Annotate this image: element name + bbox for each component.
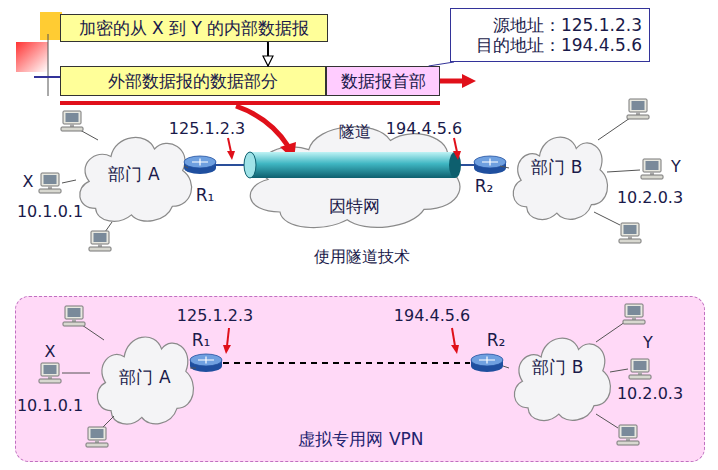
node-text: 源地址：125.1.2.3 <box>493 15 642 35</box>
address-callout: 源地址：125.1.2.3目的地址：194.4.5.6 <box>450 8 650 62</box>
label: 10.2.0.3 <box>617 188 683 207</box>
label: 194.4.5.6 <box>386 119 462 138</box>
label: 125.1.2.3 <box>177 306 253 325</box>
node-text: 部门 B <box>532 357 583 377</box>
router-label: R₂ <box>475 176 494 196</box>
router-label: R₁ <box>196 185 215 205</box>
label: X <box>23 172 34 191</box>
computer <box>627 99 649 119</box>
router: R₁ <box>183 155 217 175</box>
label: X <box>45 342 56 361</box>
node-text: 外部数据报的数据部分 <box>108 71 278 91</box>
pointer-arrow <box>452 328 455 346</box>
label: Y <box>671 157 681 176</box>
tunnel <box>250 152 455 178</box>
node-text: 数据报首部 <box>341 71 426 91</box>
computer <box>63 306 85 326</box>
label: 使用隧道技术 <box>314 247 410 266</box>
deco-square <box>40 12 62 40</box>
red-arrowhead <box>462 74 476 88</box>
computer <box>619 223 641 243</box>
inner-datagram-box: 加密的从 X 到 Y 的内部数据报 <box>60 14 328 42</box>
computer <box>39 173 61 193</box>
computer <box>629 359 651 379</box>
red-underline <box>60 101 440 105</box>
computer <box>641 159 663 179</box>
router: R₁ <box>189 353 223 373</box>
node-text: 部门 A <box>108 164 159 184</box>
computer <box>617 425 639 445</box>
department-cloud: 部门 B <box>505 122 613 228</box>
computer <box>39 363 61 383</box>
computer <box>89 231 111 251</box>
pointer-arrow <box>228 138 231 152</box>
connector <box>429 62 454 66</box>
label: 125.1.2.3 <box>169 119 245 138</box>
deco-square <box>16 42 48 72</box>
label: 194.4.5.6 <box>394 306 470 325</box>
node-text: 部门 A <box>119 367 170 387</box>
router: R₂ <box>473 155 507 175</box>
wires <box>62 118 640 428</box>
label: 10.2.0.3 <box>617 384 683 403</box>
computer <box>86 427 108 447</box>
pointer-arrow <box>227 328 229 346</box>
router-label: R₂ <box>487 330 506 350</box>
label: 隧道 <box>339 122 371 141</box>
pointer-arrow <box>454 138 457 152</box>
tunnel-end <box>449 152 461 178</box>
node-text: 加密的从 X 到 Y 的内部数据报 <box>79 18 310 38</box>
red-arrow <box>440 79 463 84</box>
node-text: 目的地址：194.4.5.6 <box>476 35 642 55</box>
pointer-arrowhead <box>453 151 461 160</box>
data-part-box: 外部数据报的数据部分 <box>60 66 326 96</box>
label: 10.1.0.1 <box>17 202 83 221</box>
virtual-link <box>223 362 470 364</box>
label: 10.1.0.1 <box>17 396 83 415</box>
pointer-arrowhead <box>451 345 459 354</box>
node-text: 虚拟专用网 VPN <box>298 429 423 449</box>
pointer-arrowhead <box>223 345 231 354</box>
router-label: R₁ <box>192 330 211 350</box>
label: Y <box>643 333 653 352</box>
pointer-arrowhead <box>227 151 235 160</box>
vpn-panel: 虚拟专用网 VPN 部门 A R₁ R₂ 部门 B <box>15 296 705 462</box>
router-symbol <box>183 155 217 175</box>
computer <box>61 111 83 131</box>
node-text: 部门 B <box>531 157 582 177</box>
router: R₂ <box>470 353 504 373</box>
tunnel-end <box>244 152 256 178</box>
router-symbol <box>189 353 223 373</box>
computer <box>623 304 645 324</box>
department-cloud: 部门 A <box>89 321 199 433</box>
deco-line <box>34 76 62 78</box>
deco-line <box>48 34 49 96</box>
router-symbol <box>470 353 504 373</box>
header-box: 数据报首部 <box>326 66 440 96</box>
node-text: 因特网 <box>329 196 380 216</box>
department-cloud: 部门 B <box>506 323 616 429</box>
router-symbol <box>473 155 507 175</box>
connector <box>267 42 269 66</box>
